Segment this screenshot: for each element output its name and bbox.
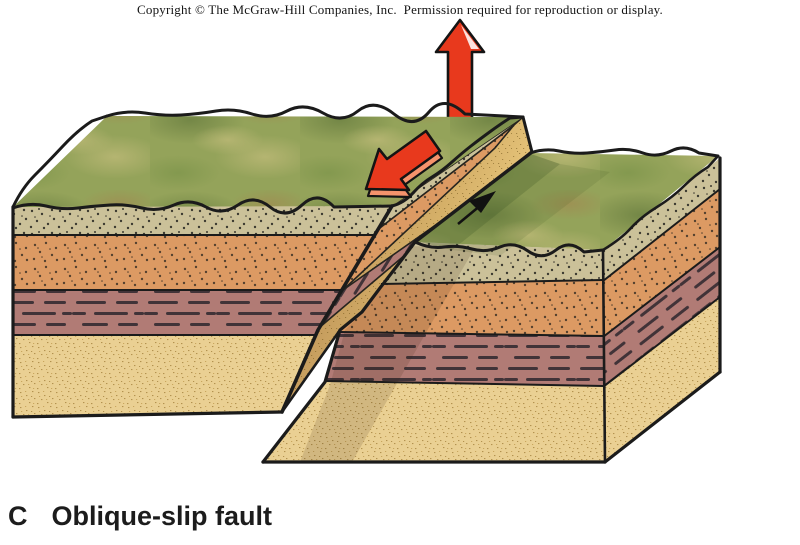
left-front-layer-orange <box>13 235 375 290</box>
left-front-layer-sand <box>13 335 316 417</box>
right-front-layer-mauve <box>325 332 603 386</box>
right-front-layer-sand <box>263 381 605 462</box>
right-fault-block <box>261 146 722 464</box>
right-front-layer-orange <box>340 280 603 336</box>
right-side-layer-sand <box>603 297 720 462</box>
right-side-layer-orange <box>603 189 720 337</box>
oblique-arrow-icon <box>364 129 444 199</box>
figure-caption: C Oblique-slip fault <box>8 501 272 532</box>
front-face-shadow-band <box>300 246 474 462</box>
right-side-layer-tan <box>603 158 720 281</box>
caption-title: Oblique-slip fault <box>51 501 273 531</box>
copyright-notice: Copyright © The McGraw-Hill Companies, I… <box>137 2 663 17</box>
arrow-highlight <box>461 25 479 49</box>
right-side-layer-mauve <box>603 247 720 387</box>
shear-arrow-upper-icon <box>457 191 496 226</box>
left-front-layer-tan <box>13 206 392 235</box>
right-block-grass-surface <box>415 153 718 250</box>
right-front-layer-tan <box>381 242 603 284</box>
caption-letter: C <box>8 501 28 531</box>
left-front-layer-mauve <box>13 290 342 335</box>
